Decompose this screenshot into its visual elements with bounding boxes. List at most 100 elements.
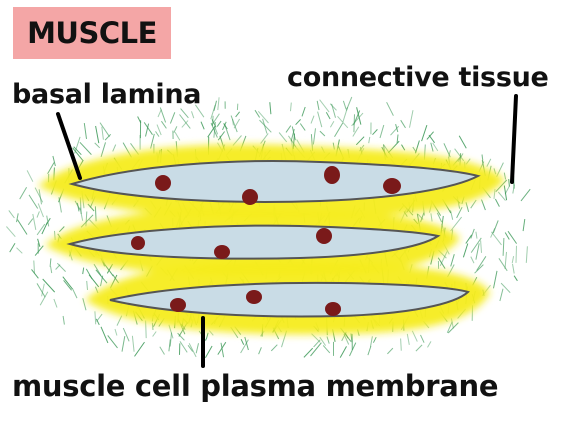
- connective-fiber: [352, 126, 360, 137]
- connective-fiber: [216, 120, 222, 127]
- connective-fiber: [465, 234, 473, 244]
- label-basal-lamina: basal lamina: [12, 79, 202, 110]
- connective-fiber: [150, 133, 155, 149]
- connective-fiber: [512, 263, 515, 274]
- nucleus: [242, 189, 258, 205]
- connective-fiber: [417, 213, 424, 220]
- connective-fiber: [329, 121, 335, 128]
- connective-fiber: [151, 322, 154, 330]
- connective-fiber: [322, 345, 331, 354]
- connective-fiber: [205, 332, 209, 340]
- connective-fiber: [74, 200, 81, 210]
- connective-fiber: [400, 119, 406, 129]
- connective-fiber: [71, 287, 78, 299]
- connective-fiber: [319, 336, 327, 346]
- connective-fiber: [507, 230, 518, 244]
- connective-fiber: [475, 231, 478, 239]
- connective-fiber: [470, 256, 475, 264]
- connective-fiber: [86, 280, 88, 290]
- connective-fiber: [462, 243, 469, 258]
- connective-fiber: [406, 333, 410, 345]
- nucleus: [131, 236, 145, 250]
- connective-fiber: [210, 122, 218, 138]
- connective-fiber: [258, 347, 262, 355]
- muscle-cell-3: [109, 281, 470, 318]
- connective-fiber: [458, 135, 467, 149]
- connective-fiber: [37, 238, 41, 247]
- connective-fiber: [495, 179, 508, 193]
- connective-fiber: [426, 131, 434, 140]
- connective-fiber: [34, 187, 44, 203]
- connective-fiber: [481, 154, 484, 161]
- connective-fiber: [194, 104, 205, 118]
- connective-fiber: [8, 210, 15, 219]
- connective-fiber: [17, 219, 28, 235]
- connective-fiber: [41, 283, 45, 297]
- connective-fiber: [217, 341, 227, 355]
- connective-fiber: [269, 102, 272, 115]
- connective-fiber: [187, 345, 194, 352]
- connective-fiber: [313, 339, 321, 348]
- connective-fiber: [355, 136, 365, 146]
- connective-fiber: [87, 203, 95, 212]
- connective-fiber: [401, 144, 406, 151]
- nucleus: [214, 245, 230, 259]
- connective-fiber: [290, 102, 292, 112]
- connective-fiber: [436, 212, 443, 223]
- connective-fiber: [470, 228, 475, 239]
- connective-fiber: [411, 330, 418, 342]
- connective-fiber: [511, 256, 515, 264]
- connective-fiber: [217, 97, 220, 111]
- connective-fiber: [79, 141, 92, 155]
- connective-fiber: [317, 111, 323, 128]
- connective-fiber: [512, 184, 515, 194]
- connective-fiber: [169, 112, 176, 124]
- connective-fiber: [134, 341, 145, 357]
- connective-fiber: [6, 226, 16, 238]
- nucleus: [170, 298, 186, 312]
- connective-fiber: [498, 258, 508, 272]
- connective-fiber: [38, 189, 42, 205]
- connective-fiber: [311, 333, 321, 343]
- connective-fiber: [470, 199, 477, 209]
- connective-fiber: [513, 275, 518, 282]
- connective-fiber: [515, 245, 517, 263]
- connective-fiber: [427, 341, 432, 348]
- nucleus: [155, 175, 171, 191]
- nucleus: [316, 228, 332, 244]
- connective-fiber: [95, 125, 100, 144]
- connective-fiber: [504, 185, 511, 195]
- connective-fiber: [36, 223, 46, 236]
- connective-fiber: [474, 264, 484, 274]
- connective-fiber: [390, 125, 400, 136]
- connective-fiber: [177, 332, 185, 341]
- muscle-cells: [66, 160, 481, 318]
- connective-fiber: [232, 119, 234, 126]
- connective-fiber: [230, 115, 238, 133]
- connective-fiber: [349, 342, 357, 357]
- connective-fiber: [476, 256, 487, 271]
- connective-fiber: [299, 123, 306, 131]
- connective-fiber: [351, 112, 364, 127]
- connective-fiber: [232, 135, 242, 146]
- connective-fiber: [180, 108, 189, 119]
- connective-fiber: [456, 206, 463, 219]
- connective-fiber: [208, 330, 214, 336]
- connective-fiber: [421, 124, 428, 142]
- connective-fiber: [450, 210, 454, 220]
- connective-fiber: [502, 237, 505, 256]
- connective-fiber: [319, 130, 326, 137]
- connective-fiber: [497, 191, 506, 201]
- connective-fiber: [160, 120, 167, 129]
- connective-fiber: [56, 262, 66, 272]
- connective-fiber: [437, 257, 446, 269]
- connective-fiber: [45, 217, 51, 225]
- connective-fiber: [291, 126, 296, 141]
- connective-fiber: [222, 121, 227, 131]
- connective-fiber: [62, 276, 73, 290]
- connective-fiber: [157, 109, 162, 118]
- connective-fiber: [58, 226, 65, 233]
- connective-fiber: [94, 206, 97, 222]
- connective-fiber: [36, 211, 40, 218]
- connective-fiber: [88, 274, 100, 288]
